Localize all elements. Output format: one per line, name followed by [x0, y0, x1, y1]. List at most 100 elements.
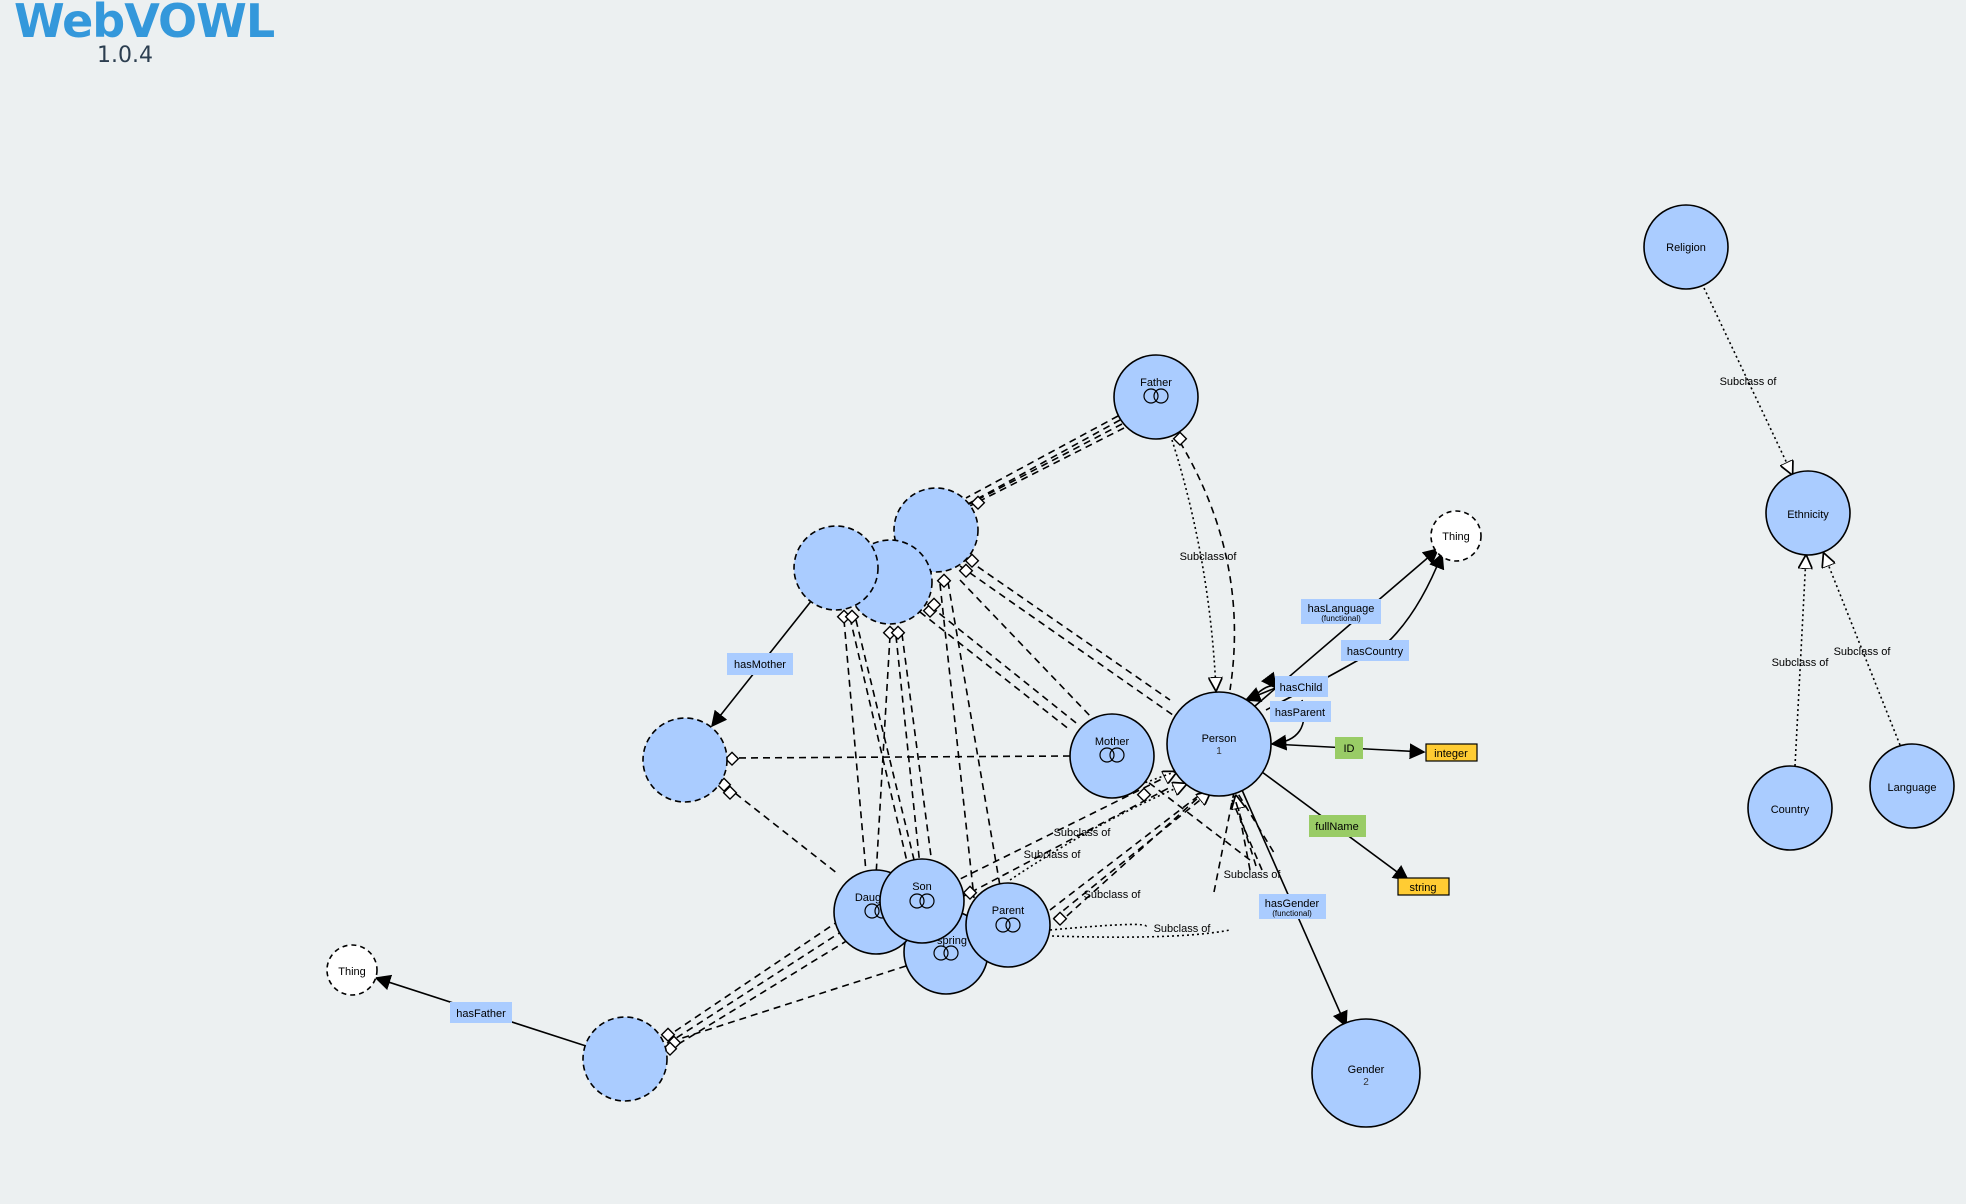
subclass-label: Subclass of — [1084, 889, 1142, 901]
edge-country-ethnicity — [1794, 556, 1806, 767]
class-label: Mother — [1095, 736, 1130, 748]
edge-father-anon2 — [967, 419, 1121, 505]
edge-anon-mother2 — [919, 611, 1071, 731]
edge-daughter-anonbottom3 — [671, 939, 849, 1049]
datatype-property-id[interactable]: ID — [1335, 737, 1363, 759]
subclass-label: Subclass of — [1180, 551, 1238, 563]
class-label: Thing — [1442, 531, 1470, 543]
class-label: Country — [1771, 804, 1810, 816]
class-label: Daug — [855, 892, 881, 904]
class-religion[interactable]: Religion — [1643, 204, 1729, 290]
edge-anon-mother1 — [929, 605, 1081, 727]
property-label: hasFather — [456, 1008, 506, 1020]
property-haschild[interactable]: hasChild — [1275, 676, 1328, 697]
class-nodes[interactable]: Religion Ethnicity Country Language — [326, 204, 1955, 1128]
edge-offspring-sub — [1051, 929, 1231, 938]
edge-mother-anonleft — [733, 755, 1071, 759]
edge-language-ethnicity — [1824, 554, 1901, 746]
class-thing-right[interactable]: Thing — [1430, 510, 1482, 562]
edge-son-person2 — [959, 779, 1185, 899]
property-hasparent[interactable]: hasParent — [1270, 701, 1331, 722]
edge-daughter-anonbottom1 — [667, 919, 841, 1037]
edge-father-person-dashed — [1179, 441, 1236, 691]
class-country[interactable]: Country — [1747, 765, 1833, 851]
class-gender[interactable]: Gender 2 — [1311, 1018, 1421, 1128]
property-label: hasMother — [734, 659, 786, 671]
property-label: hasGender — [1265, 898, 1320, 910]
subclass-label: Subclass of — [1054, 827, 1112, 839]
class-label: Person — [1202, 733, 1237, 745]
anonymous-class-upper-left[interactable] — [793, 525, 879, 611]
class-label: Ethnicity — [1787, 509, 1829, 521]
datatype-label: string — [1410, 882, 1437, 894]
edges — [374, 287, 1901, 1049]
datatypes[interactable]: integer string — [1397, 743, 1478, 896]
edge-father-anon1 — [965, 415, 1119, 499]
class-language[interactable]: Language — [1869, 743, 1955, 829]
anonymous-class-left[interactable] — [642, 717, 728, 803]
class-parent[interactable]: Parent — [965, 882, 1051, 968]
class-label: Religion — [1666, 242, 1706, 254]
edge-sub-person4 — [1231, 799, 1263, 871]
edge-anonleft-daughter — [725, 785, 839, 875]
property-hasmother[interactable]: hasMother — [727, 653, 793, 675]
edge-anon-son3 — [895, 635, 921, 867]
property-note: (functional) — [1272, 909, 1312, 918]
class-son[interactable]: Son — [879, 858, 965, 944]
edge-anon-parent1 — [947, 581, 1001, 887]
edge-daughter-anonbottom2 — [669, 929, 845, 1043]
class-label: Gender — [1348, 1064, 1385, 1076]
datatype-property-fullname[interactable]: fullName — [1309, 815, 1366, 837]
subclass-label: Subclass of — [1720, 376, 1778, 388]
intersection-icon — [1143, 388, 1159, 404]
subclass-label: Subclass of — [1154, 923, 1212, 935]
property-label: hasParent — [1275, 707, 1325, 719]
edge-anon-son1 — [849, 617, 909, 867]
class-instance-count: 2 — [1363, 1077, 1369, 1088]
edge-anon-person2 — [959, 565, 1181, 721]
property-haslanguage[interactable]: hasLanguage (functional) — [1301, 599, 1381, 624]
class-label: spring — [937, 935, 967, 947]
logo-title: WebVOWL — [14, 0, 275, 48]
diamond-markers — [660, 431, 1188, 1057]
edge-anon-daughter2 — [875, 635, 891, 877]
class-label: Language — [1888, 782, 1937, 794]
intersection-icon — [864, 903, 880, 919]
class-mother[interactable]: Mother — [1069, 713, 1155, 799]
subclass-label: Subclass of — [1834, 646, 1892, 658]
edge-parent-person-b — [1053, 792, 1210, 919]
logo-version: 1.0.4 — [97, 43, 153, 68]
class-ethnicity[interactable]: Ethnicity — [1765, 470, 1851, 556]
edge-religion-ethnicity — [1703, 287, 1792, 474]
class-thing-left[interactable]: Thing — [326, 944, 378, 996]
property-label: fullName — [1315, 821, 1358, 833]
edge-anon-son4 — [901, 633, 933, 865]
edge-anon-person1 — [967, 559, 1171, 701]
edge-parent-person-sub — [1009, 784, 1186, 881]
edge-anon-daughter1 — [843, 619, 867, 873]
property-hasgender[interactable]: hasGender (functional) — [1259, 894, 1326, 919]
class-person[interactable]: Person 1 — [1166, 691, 1272, 797]
property-note: (functional) — [1321, 614, 1361, 623]
property-labels[interactable]: hasLanguage (functional) hasCountry hasC… — [450, 599, 1409, 1023]
class-label: Son — [912, 881, 932, 893]
edge-father-anon3 — [957, 423, 1123, 511]
datatype-integer[interactable]: integer — [1425, 743, 1478, 762]
edge-anon-mother3 — [959, 579, 1093, 719]
property-hascountry[interactable]: hasCountry — [1341, 640, 1409, 661]
datatype-label: integer — [1434, 748, 1468, 760]
subclass-labels: Subclass of Subclass of Subclass of Subc… — [1024, 376, 1892, 935]
intersection-icon — [909, 893, 925, 909]
datatype-string[interactable]: string — [1397, 877, 1450, 896]
class-father[interactable]: Father — [1113, 354, 1199, 440]
anonymous-class-bottom[interactable] — [582, 1016, 668, 1102]
edge-parent-sub2 — [1049, 923, 1147, 931]
edge-anon-parent2 — [939, 583, 975, 899]
class-instance-count: 1 — [1216, 746, 1222, 757]
intersection-icon — [933, 945, 949, 961]
intersection-icon — [1099, 747, 1115, 763]
intersection-icon — [995, 917, 1011, 933]
property-label: hasChild — [1280, 682, 1323, 694]
property-hasfather[interactable]: hasFather — [450, 1002, 512, 1023]
